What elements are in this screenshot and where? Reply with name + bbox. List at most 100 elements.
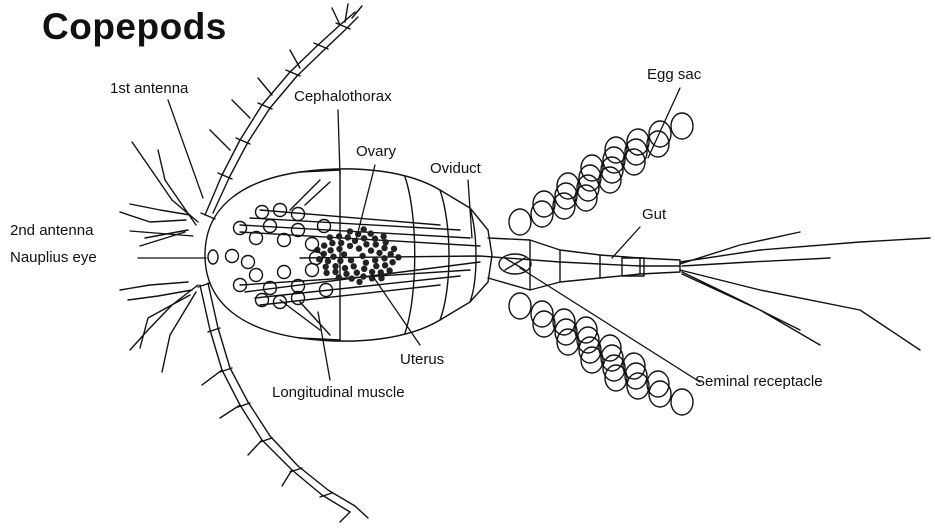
egg bbox=[555, 183, 577, 209]
label-oviduct: Oviduct bbox=[430, 160, 481, 177]
ovary-cell bbox=[332, 263, 338, 269]
ovary-cell bbox=[391, 246, 397, 252]
ovary-cell bbox=[351, 263, 357, 269]
egg bbox=[509, 293, 531, 319]
ovary-cell bbox=[378, 269, 384, 275]
antenna-segment bbox=[201, 213, 215, 219]
ovary-cell bbox=[337, 258, 343, 264]
label-longitudinal-muscle: Longitudinal muscle bbox=[272, 384, 405, 401]
oviduct-bead bbox=[278, 234, 291, 247]
egg bbox=[605, 137, 627, 163]
oviduct-bead bbox=[306, 264, 319, 277]
ovary-cell bbox=[359, 253, 365, 259]
egg bbox=[533, 311, 555, 337]
ovary-cell bbox=[356, 279, 362, 285]
ovary-cell bbox=[382, 262, 388, 268]
ovary-cell bbox=[329, 240, 335, 246]
egg bbox=[557, 173, 579, 199]
label-first-antenna: 1st antenna bbox=[110, 80, 188, 97]
ovary-cell bbox=[352, 238, 358, 244]
ovary-cell bbox=[321, 242, 327, 248]
ovary-cell bbox=[332, 269, 338, 275]
ovary-cell bbox=[348, 257, 354, 263]
ovary-cell bbox=[388, 251, 394, 257]
ovary-cell bbox=[342, 265, 348, 271]
label-second-antenna: 2nd antenna bbox=[10, 222, 93, 239]
body-segments bbox=[405, 177, 476, 333]
ovary-cell bbox=[336, 233, 342, 239]
oviduct-bead bbox=[226, 250, 239, 263]
egg bbox=[627, 373, 649, 399]
nauplius-eye-drawing bbox=[208, 250, 218, 264]
egg bbox=[601, 345, 623, 371]
ovary-cell bbox=[381, 245, 387, 251]
ovary-cell bbox=[386, 267, 392, 273]
ovary-cell bbox=[373, 263, 379, 269]
egg bbox=[579, 337, 601, 363]
egg bbox=[671, 389, 693, 415]
ovary-cell bbox=[369, 269, 375, 275]
oviduct-bead bbox=[242, 256, 255, 269]
ovary-cell bbox=[363, 241, 369, 247]
ovary-cell bbox=[343, 271, 349, 277]
egg bbox=[531, 201, 553, 227]
egg bbox=[577, 175, 599, 201]
egg bbox=[649, 381, 671, 407]
ovary-cell bbox=[373, 241, 379, 247]
egg bbox=[601, 157, 623, 183]
label-nauplius-eye: Nauplius eye bbox=[10, 249, 97, 266]
oviduct-bead bbox=[306, 238, 319, 251]
egg bbox=[557, 329, 579, 355]
cephalothorax-body bbox=[300, 169, 492, 341]
ovary-cell bbox=[327, 247, 333, 253]
ovary-cell bbox=[338, 240, 344, 246]
ovary-cell bbox=[378, 275, 384, 281]
egg bbox=[605, 365, 627, 391]
ovary-cell bbox=[327, 234, 333, 240]
ovary-cell bbox=[372, 257, 378, 263]
label-egg-sac: Egg sac bbox=[647, 66, 701, 83]
ovary-cell bbox=[356, 245, 362, 251]
ovary-cell bbox=[325, 258, 331, 264]
egg bbox=[649, 121, 671, 147]
oviduct-bead bbox=[292, 224, 305, 237]
ovary-cell bbox=[345, 234, 351, 240]
oviduct-bead bbox=[250, 269, 263, 282]
egg bbox=[579, 165, 601, 191]
egg bbox=[627, 129, 649, 155]
ovary-cell bbox=[361, 266, 367, 272]
egg bbox=[671, 113, 693, 139]
lower-antenna bbox=[198, 283, 368, 522]
ovary-cell bbox=[361, 226, 367, 232]
ovary-cell bbox=[360, 273, 366, 279]
egg bbox=[577, 327, 599, 353]
egg bbox=[509, 209, 531, 235]
ovary-cell bbox=[368, 247, 374, 253]
ovary-cell bbox=[363, 260, 369, 266]
oviduct-bead bbox=[318, 220, 331, 233]
label-cephalothorax: Cephalothorax bbox=[294, 88, 392, 105]
lower-setae bbox=[120, 282, 198, 372]
egg bbox=[581, 347, 603, 373]
ovary-cell bbox=[368, 230, 374, 236]
ovary-cell bbox=[347, 228, 353, 234]
label-uterus: Uterus bbox=[400, 351, 444, 368]
label-seminal-receptacle: Seminal receptacle bbox=[695, 373, 823, 390]
egg-sac-lower bbox=[509, 293, 693, 415]
upper-setae bbox=[120, 142, 198, 246]
egg bbox=[625, 139, 647, 165]
egg bbox=[603, 147, 625, 173]
urosome bbox=[488, 238, 680, 290]
ovary-cell bbox=[354, 270, 360, 276]
oviduct-bead bbox=[256, 206, 269, 219]
label-gut: Gut bbox=[642, 206, 666, 223]
ovary-cell bbox=[389, 259, 395, 265]
ovary-cell bbox=[361, 235, 367, 241]
ovary-cell bbox=[341, 251, 347, 257]
label-ovary: Ovary bbox=[356, 143, 396, 160]
ovary-cell bbox=[372, 236, 378, 242]
ovary-cell bbox=[381, 255, 387, 261]
egg bbox=[647, 371, 669, 397]
